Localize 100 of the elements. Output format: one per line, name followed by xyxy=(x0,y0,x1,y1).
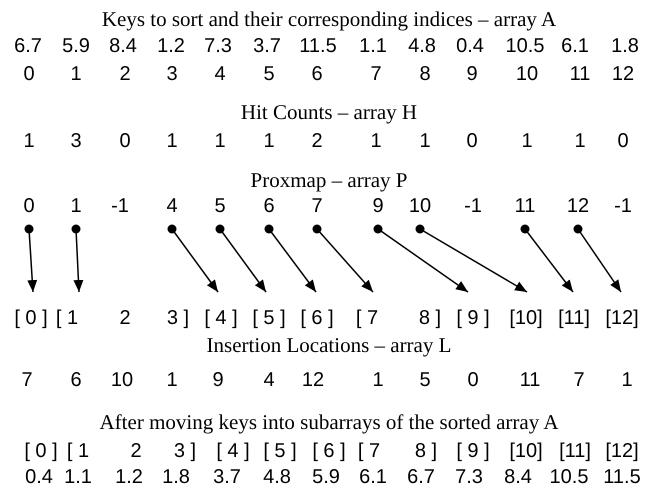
array-value: 9 xyxy=(466,63,478,85)
array-value: 6.1 xyxy=(359,466,387,488)
array-value: 3.7 xyxy=(253,35,281,57)
arrow xyxy=(72,224,84,292)
slot-index: 3 ] xyxy=(166,292,190,329)
array-value: [12] xyxy=(605,440,639,462)
array-value: 11.5 xyxy=(299,35,337,57)
array-value: 1.2 xyxy=(115,466,143,488)
proxmap-value: -1 xyxy=(111,195,129,229)
arrow xyxy=(264,224,317,292)
slot-index: 2 xyxy=(119,292,131,329)
array-value: 0 xyxy=(23,63,35,85)
array-value: 5.9 xyxy=(312,466,340,488)
array-value: 1 xyxy=(521,130,533,152)
slot-index: [ 4 ] xyxy=(204,292,238,329)
array-value: 8.4 xyxy=(504,466,532,488)
array-value: 8 ] xyxy=(414,440,438,462)
array-value: 4.8 xyxy=(263,466,291,488)
array-value: 10.5 xyxy=(550,466,588,488)
array-value: [ 5 ] xyxy=(263,440,297,462)
proxmap-value: 6 xyxy=(263,195,275,229)
array-value: 0 xyxy=(119,130,131,152)
proxmap-value: -1 xyxy=(614,195,632,229)
slot-index: [ 1 xyxy=(56,292,78,329)
array-value: 1 xyxy=(574,130,586,152)
array-value: 6 xyxy=(70,369,82,391)
heading: Hit Counts – array H xyxy=(240,101,418,123)
slot-index: [ 6 ] xyxy=(300,292,334,329)
slot-index: [ 0 ] xyxy=(14,292,48,329)
array-value: 3 xyxy=(70,130,82,152)
slot-index: [ 5 ] xyxy=(252,292,286,329)
arrow xyxy=(24,224,38,292)
array-value: 6.1 xyxy=(561,35,589,57)
array-value: 4.8 xyxy=(408,35,436,57)
array-value: [ 4 ] xyxy=(216,440,250,462)
array-value: 1 xyxy=(214,130,226,152)
arrow xyxy=(416,224,528,293)
array-value: [ 1 xyxy=(66,440,90,462)
slot-index: 8 ] xyxy=(418,292,442,329)
heading: Keys to sort and their corresponding indices – array A xyxy=(102,8,556,30)
arrow xyxy=(574,224,622,292)
array-value: 6.7 xyxy=(14,35,42,57)
array-value: 1 xyxy=(23,130,35,152)
array-value: 1.8 xyxy=(162,466,190,488)
slot-index: [10] xyxy=(509,292,543,329)
array-value: 4 xyxy=(214,63,226,85)
array-value: 2 xyxy=(130,440,142,462)
array-value: 1 xyxy=(370,130,382,152)
array-value: 11 xyxy=(570,63,590,85)
array-value: 5 xyxy=(419,369,431,391)
arrow xyxy=(216,224,267,292)
array-value: 12 xyxy=(302,369,324,391)
array-value: 5.9 xyxy=(62,35,90,57)
array-value: [ 7 xyxy=(358,440,380,462)
array-value: [ 0 ] xyxy=(24,440,58,462)
array-value: 0.4 xyxy=(456,35,484,57)
slot-index: [11] xyxy=(558,292,590,329)
proxmap-value: 9 xyxy=(372,195,384,229)
array-value: 1.8 xyxy=(611,35,639,57)
arrow xyxy=(312,224,374,292)
array-value: 0 xyxy=(617,130,629,152)
array-value: 11 xyxy=(520,369,540,391)
array-value: 7 xyxy=(370,63,382,85)
array-value: 6 xyxy=(311,63,323,85)
array-value: 1 xyxy=(166,130,178,152)
array-value: 2 xyxy=(311,130,323,152)
proxmap-value: 1 xyxy=(70,195,82,229)
array-value: 4 xyxy=(263,369,275,391)
array-value: 10 xyxy=(110,369,134,391)
array-value: 8 xyxy=(419,63,431,85)
array-value: 1.1 xyxy=(359,35,387,57)
array-value: 5 xyxy=(263,63,275,85)
array-value: 0 xyxy=(466,130,478,152)
array-value: 0 xyxy=(467,369,479,391)
array-value: 1 xyxy=(372,369,384,391)
proxmap-value: 4 xyxy=(166,195,178,229)
array-value: 3 ] xyxy=(174,440,196,462)
proxmap-value: 10 xyxy=(408,195,432,229)
array-value: 7 xyxy=(573,369,585,391)
proxmap-value: 7 xyxy=(311,195,323,229)
arrow xyxy=(168,224,219,292)
array-value: 10.5 xyxy=(506,35,544,57)
array-value: 8.4 xyxy=(109,35,137,57)
proxmap-value: 11 xyxy=(514,195,536,229)
array-value: 3 xyxy=(166,63,178,85)
arrow xyxy=(374,224,468,293)
arrow xyxy=(520,224,574,292)
array-value: 2 xyxy=(119,63,131,85)
array-value: 9 xyxy=(212,369,224,391)
array-value: 10 xyxy=(516,63,538,85)
array-value: [ 9 ] xyxy=(456,440,490,462)
array-value: 12 xyxy=(612,63,634,85)
heading: Proxmap – array P xyxy=(250,169,408,191)
slot-index: [ 9 ] xyxy=(456,292,490,329)
heading: After moving keys into subarrays of the sorted array A xyxy=(100,411,558,433)
array-value: 0.4 xyxy=(25,466,53,488)
array-value: 1.1 xyxy=(64,466,92,488)
array-value: 1 xyxy=(419,130,431,152)
array-value: 1.2 xyxy=(157,35,185,57)
array-value: 1 xyxy=(263,130,275,152)
